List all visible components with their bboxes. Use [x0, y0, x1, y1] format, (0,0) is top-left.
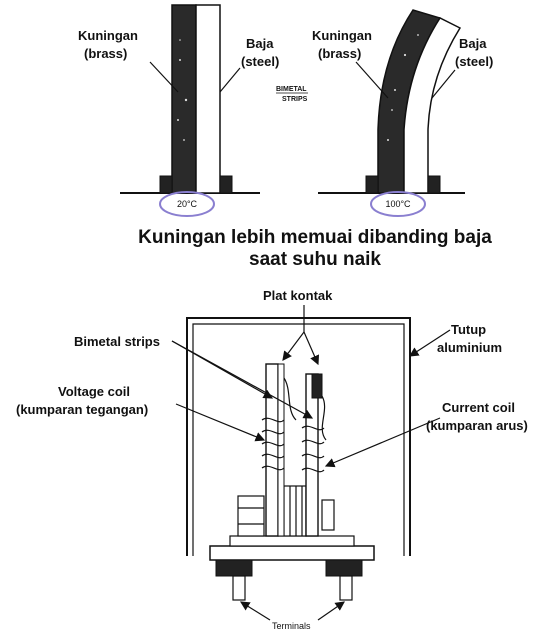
steel-label-right-en: (steel)	[455, 54, 493, 69]
clamp-right-b	[427, 175, 441, 194]
steel-label-left-en: (steel)	[241, 54, 279, 69]
steel-pointer-left	[219, 67, 241, 93]
voltage-coil-arrow	[175, 403, 266, 442]
side-bolt	[237, 495, 265, 537]
brass-texture-left	[177, 39, 188, 141]
terminals-arrow-left	[239, 601, 271, 621]
clamp-right-a	[365, 175, 379, 194]
steel-label-left: Baja	[246, 36, 274, 51]
voltage-coil-windings	[261, 417, 285, 471]
wire-right	[321, 395, 327, 441]
relay-assembly	[186, 317, 411, 601]
bimetal-arrow-right	[171, 340, 314, 419]
terminal-left	[232, 575, 246, 601]
tutup-arrow	[408, 329, 451, 357]
current-coil-label-2: (kumparan arus)	[426, 418, 528, 433]
temperature-highlight-right	[370, 191, 426, 217]
brass-pointer-right	[355, 61, 389, 99]
brass-texture-right	[387, 34, 419, 141]
nut-left	[215, 559, 253, 577]
plat-kontak-label: Plat kontak	[263, 288, 333, 303]
temperature-highlight-left	[159, 191, 215, 217]
bimetal-strips-label: Bimetal strips	[74, 334, 160, 349]
bimetal-strip-left-layer	[277, 363, 285, 537]
clamp-left-a	[159, 175, 173, 194]
voltage-coil-label: Voltage coil	[58, 384, 130, 399]
brass-pointer-left	[149, 61, 179, 93]
plat-kontak-arrow-left	[282, 331, 305, 361]
aluminium-cover-inner	[192, 323, 405, 556]
straight-bimetal-strip: 20°C	[120, 4, 260, 217]
steel-pointer-right	[431, 69, 456, 99]
brass-label-right-en: (brass)	[318, 46, 361, 61]
caption-line-2: saat suhu naik	[249, 249, 381, 270]
caption-line-1: Kuningan lebih memuai dibanding baja	[138, 227, 492, 248]
clamp-left-b	[219, 175, 233, 194]
brass-label-left-en: (brass)	[84, 46, 127, 61]
contact-plate	[311, 373, 323, 399]
terminals-arrow-right	[317, 601, 345, 621]
side-clamp	[321, 499, 335, 531]
bimetal-strips-heading-2: STRIPS	[282, 96, 308, 103]
steel-layer-right	[403, 17, 462, 194]
tutup-label-2: aluminium	[437, 340, 502, 355]
steel-label-right: Baja	[459, 36, 487, 51]
terminal-right	[339, 575, 353, 601]
temperature-20: 20°C	[177, 199, 198, 209]
bent-bimetal-strip: 100°C	[318, 9, 465, 217]
brass-layer-left	[171, 4, 197, 194]
wire-left	[283, 377, 297, 421]
plat-kontak-arrow-right	[303, 331, 320, 366]
nut-right	[325, 559, 363, 577]
aluminium-cover	[186, 317, 411, 556]
terminals-label: Terminals	[272, 621, 311, 631]
current-coil-windings	[301, 425, 325, 473]
temperature-100: 100°C	[385, 199, 411, 209]
tutup-label: Tutup	[451, 322, 486, 337]
brass-label-left: Kuningan	[78, 28, 138, 43]
steel-layer-left	[195, 4, 221, 194]
bimetal-strips-heading: BIMETAL	[276, 86, 307, 93]
voltage-coil-label-2: (kumparan tegangan)	[16, 402, 148, 417]
bimetal-strip-left	[265, 363, 279, 537]
base-plate	[209, 545, 375, 561]
mount-plate	[229, 535, 355, 547]
current-coil-label: Current coil	[442, 400, 515, 415]
brass-label-right: Kuningan	[312, 28, 372, 43]
current-coil-arrow	[324, 417, 441, 468]
